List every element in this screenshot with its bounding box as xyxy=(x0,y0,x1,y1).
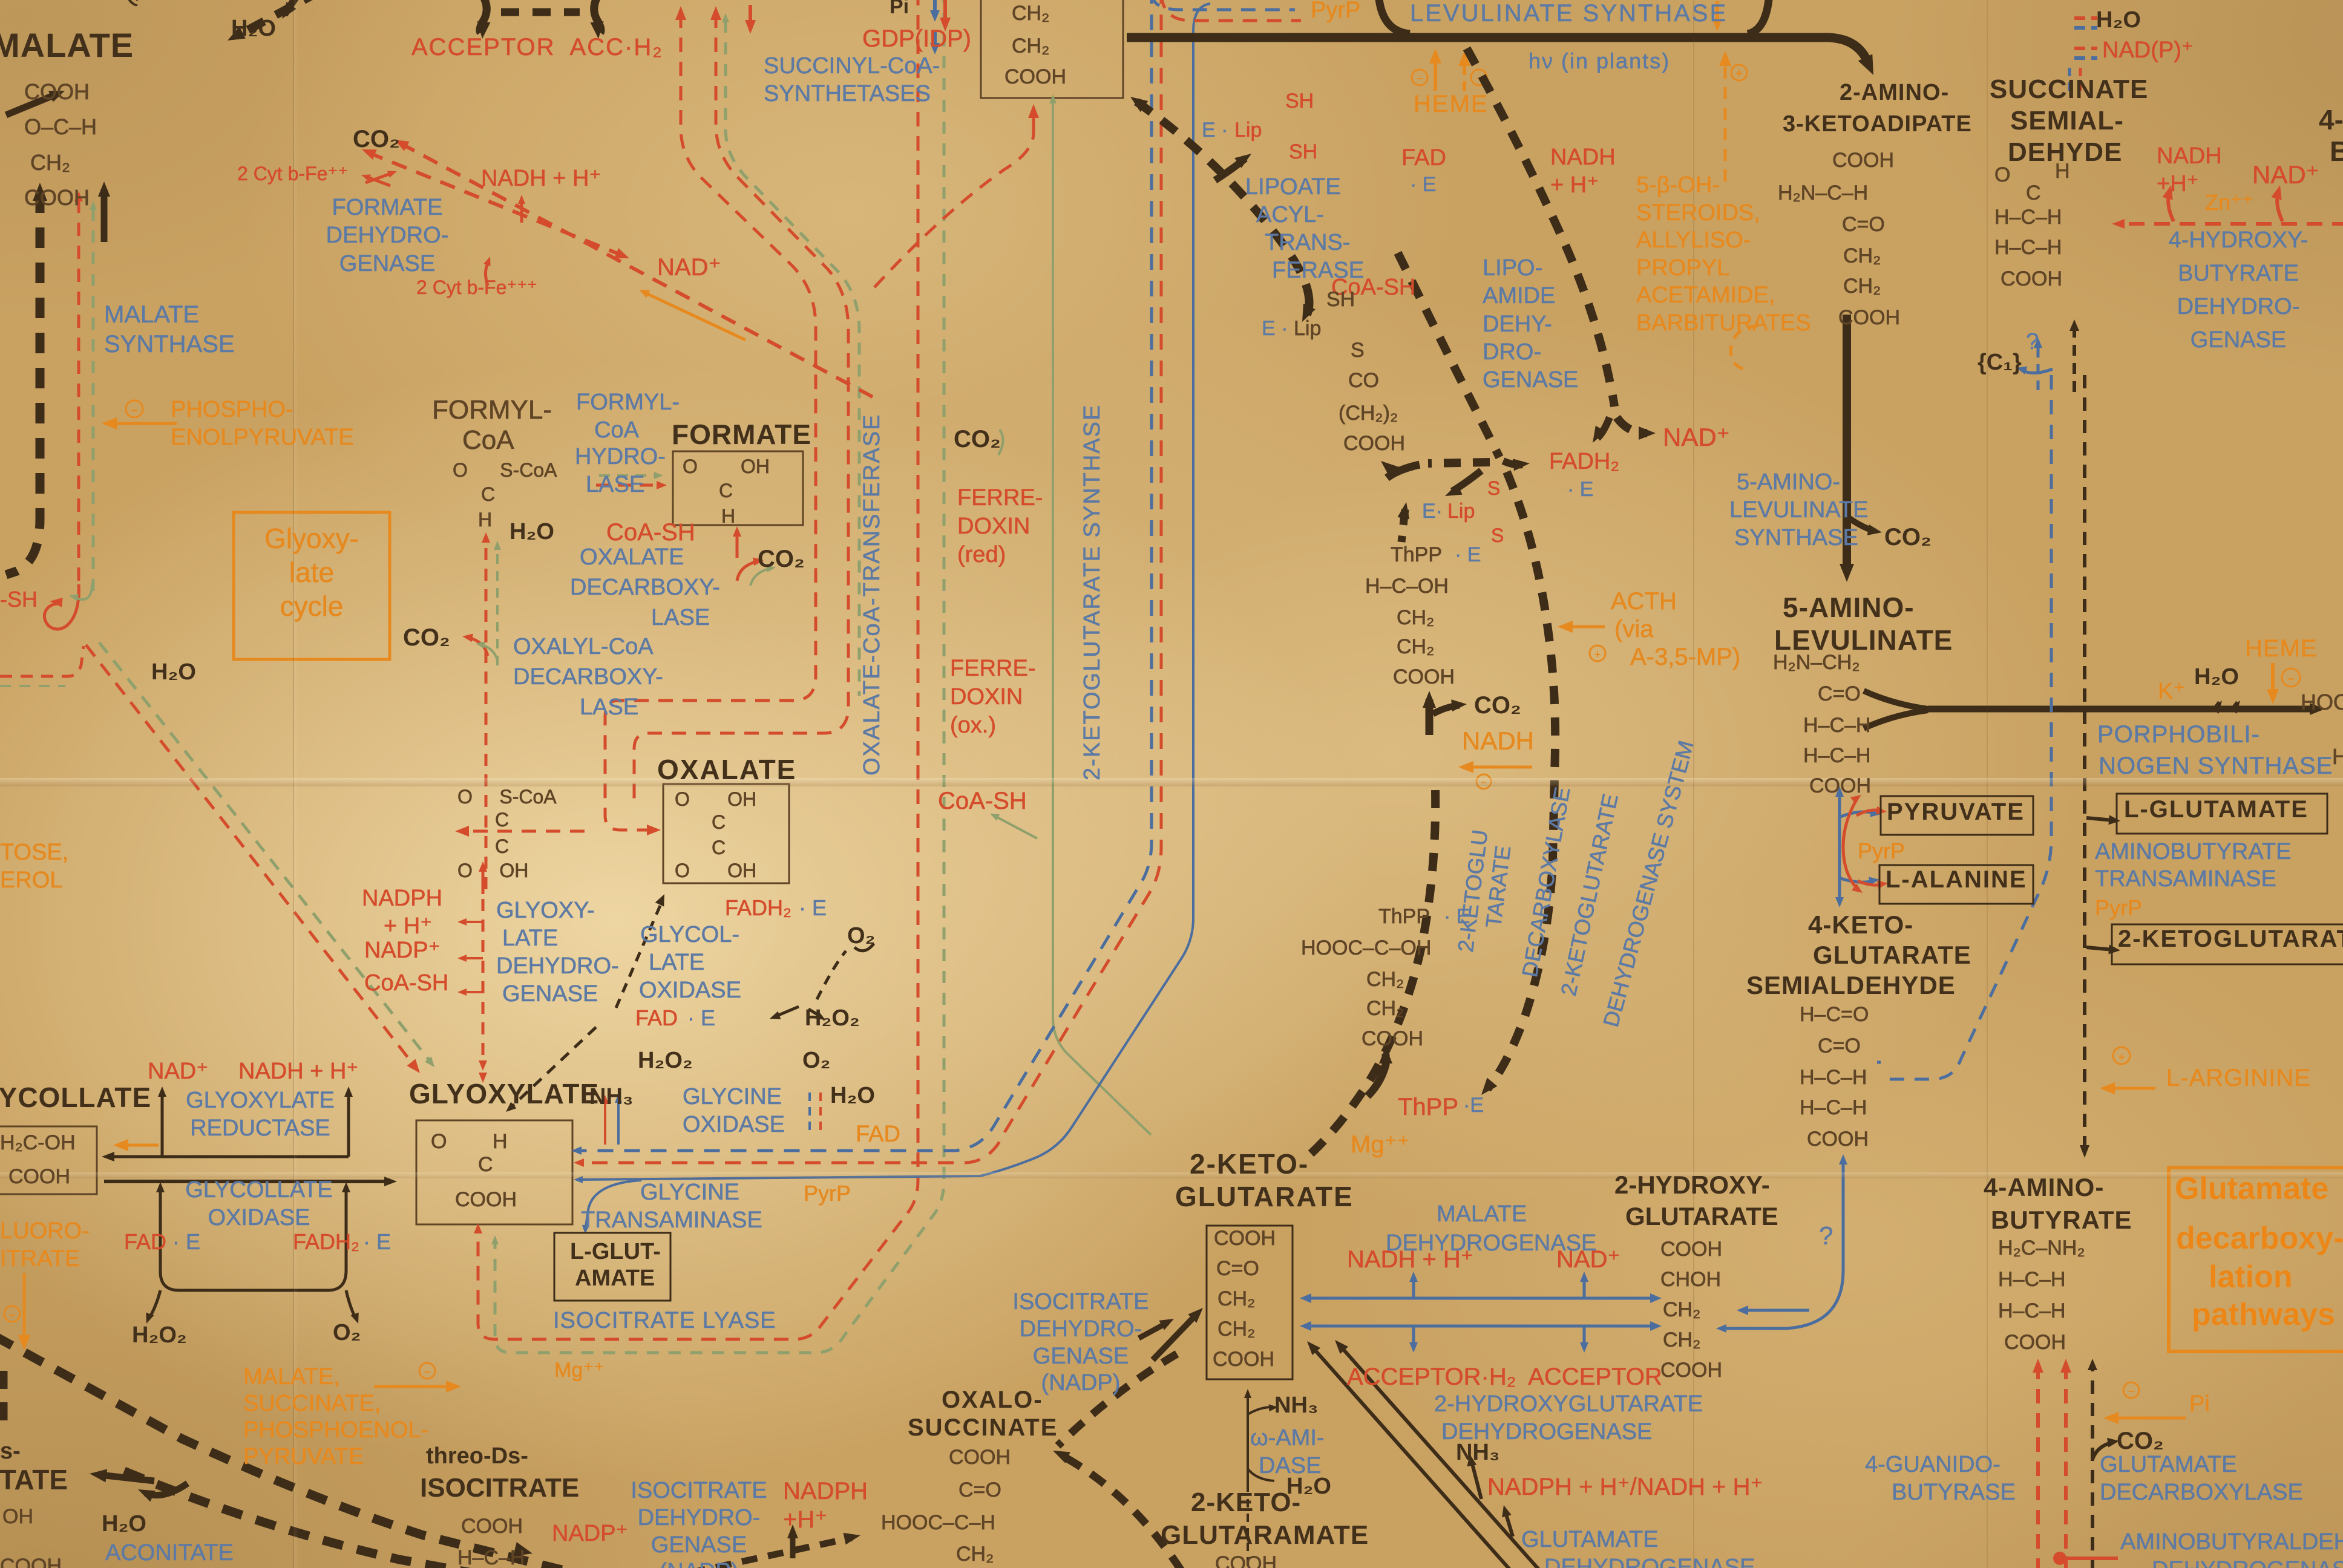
svg-text:−: − xyxy=(1481,778,1486,788)
svg-text:−: − xyxy=(131,404,138,417)
svg-text:−: − xyxy=(2128,1385,2135,1397)
svg-text:−: − xyxy=(2287,673,2295,686)
svg-text:−: − xyxy=(424,1366,431,1378)
svg-text:+: + xyxy=(1594,648,1601,661)
svg-text:+: + xyxy=(2118,1051,2125,1064)
svg-text:−: − xyxy=(9,1309,16,1321)
svg-text:+: + xyxy=(1735,67,1743,80)
svg-text:−: − xyxy=(1417,73,1423,85)
